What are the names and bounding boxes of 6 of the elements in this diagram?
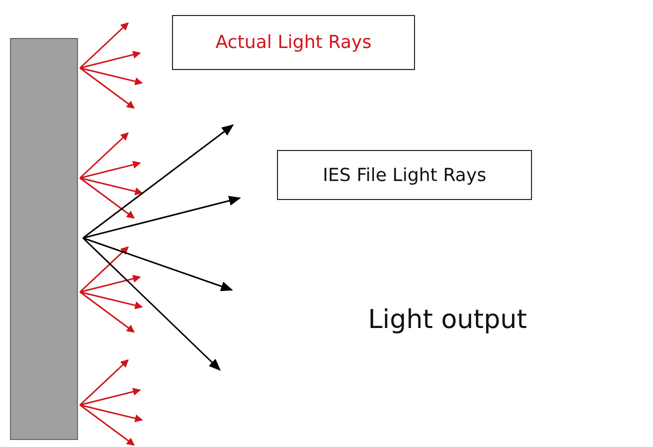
caption-text: Light output [368,305,527,335]
light-fixture-bar [10,38,78,440]
box-label: IES File Light Rays [322,164,486,186]
label-box [172,15,415,70]
label-box [277,150,532,200]
box-label: Actual Light Rays [216,32,372,53]
